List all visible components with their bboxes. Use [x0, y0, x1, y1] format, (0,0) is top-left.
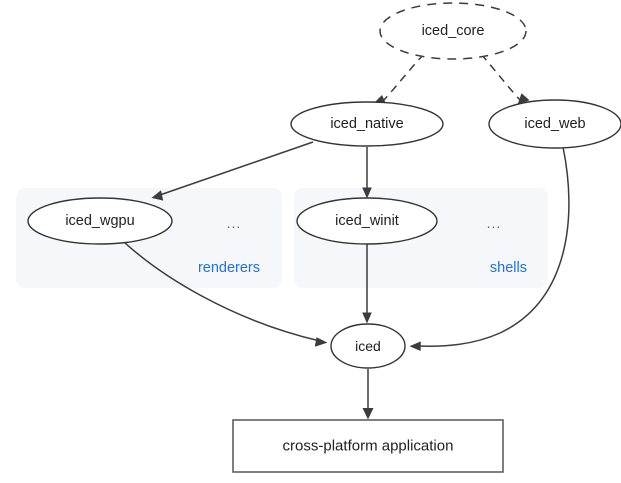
node-iced-core-shape[interactable] [379, 2, 527, 60]
edge-iced-core-to-iced-native [374, 53, 425, 105]
node-iced[interactable]: iced [330, 323, 406, 369]
renderers-more-icon: ... [227, 215, 242, 231]
cluster-shells-label: shells [490, 260, 527, 276]
node-iced-wgpu-label: iced_wgpu [65, 213, 134, 229]
cluster-renderers-label: renderers [198, 260, 260, 276]
node-iced-native-shape[interactable] [290, 101, 444, 147]
edge-iced-web-to-iced [409, 146, 570, 351]
edge-iced-wgpu-to-iced-arrow [314, 337, 328, 347]
node-iced-shape[interactable] [330, 323, 406, 369]
edge-iced-core-to-iced-web-arrow [517, 93, 530, 105]
node-iced-web-shape[interactable] [488, 99, 621, 149]
edge-iced-winit-to-iced-arrow [362, 312, 372, 324]
node-iced-wgpu[interactable]: iced_wgpu [27, 197, 173, 245]
edge-iced-native-to-iced-wgpu [151, 141, 314, 201]
node-iced-web[interactable]: iced_web [488, 99, 621, 149]
node-iced-web-label: iced_web [524, 116, 585, 132]
edge-iced-native-to-iced-wgpu-line [156, 141, 314, 197]
edge-iced-native-to-iced-winit-arrow [362, 187, 372, 199]
edge-iced-wgpu-to-iced-line [123, 241, 321, 342]
node-iced-core[interactable]: iced_core [379, 2, 527, 60]
edge-iced-winit-to-iced [362, 244, 372, 324]
edge-iced-core-to-iced-web-line [480, 53, 522, 102]
node-iced-core-label: iced_core [422, 23, 485, 39]
edge-iced-to-app [362, 369, 374, 420]
node-cross-platform-application[interactable]: cross-platform application [232, 419, 504, 473]
node-iced-native[interactable]: iced_native [290, 101, 444, 147]
edge-iced-native-to-iced-wgpu-arrow [151, 190, 164, 201]
node-cross-platform-application-shape[interactable] [232, 419, 504, 473]
edge-iced-web-to-iced-arrow [409, 341, 421, 351]
shells-more-icon: ... [487, 215, 502, 231]
node-iced-winit-label: iced_winit [335, 213, 399, 229]
node-iced-wgpu-shape[interactable] [27, 197, 173, 245]
node-iced-label: iced [355, 338, 381, 354]
edge-iced-web-to-iced-line [417, 146, 570, 347]
edge-iced-core-to-iced-web [480, 53, 530, 105]
node-cross-platform-application-label: cross-platform application [283, 438, 454, 455]
edge-iced-core-to-iced-native-line [382, 53, 425, 102]
edge-iced-wgpu-to-iced [123, 241, 328, 347]
node-iced-winit-shape[interactable] [296, 197, 438, 245]
edge-iced-native-to-iced-winit [362, 147, 372, 199]
node-iced-native-label: iced_native [330, 116, 403, 132]
edge-iced-to-app-arrow [362, 408, 374, 420]
node-iced-winit[interactable]: iced_winit [296, 197, 438, 245]
